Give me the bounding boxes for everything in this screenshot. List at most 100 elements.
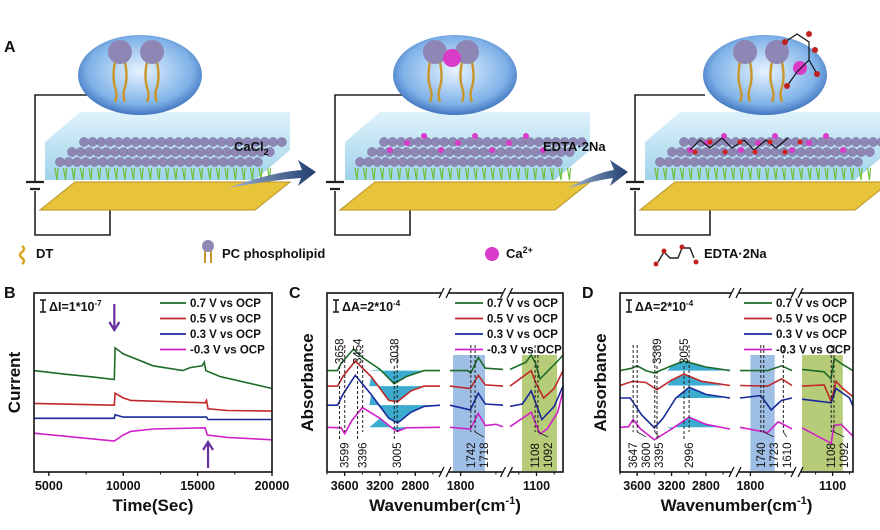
- x-axis-title: Wavenumber(cm-1): [661, 495, 813, 515]
- legend-entry: 0.5 V vs OCP: [455, 314, 558, 326]
- calcium-ion: [506, 140, 512, 146]
- scale-bar: [40, 299, 46, 313]
- panel-label-c: C: [289, 285, 301, 302]
- lipid-head: [449, 157, 460, 167]
- panel-a-legend: DT PC phospholipid Ca2+ EDTA·2Na: [18, 240, 767, 267]
- lipid-head: [401, 147, 412, 157]
- lipid-head: [268, 137, 279, 147]
- lipid-head: [516, 137, 527, 147]
- lipid-head: [496, 147, 506, 157]
- lipid-head: [196, 147, 206, 157]
- edta-oxygen: [692, 149, 698, 155]
- lipid-head: [430, 137, 441, 147]
- lipid-head: [727, 147, 738, 157]
- calcium-ion: [755, 140, 761, 146]
- y-axis-title: Current: [5, 351, 24, 413]
- lipid-head: [667, 147, 677, 157]
- x-tick-label: 2800: [692, 479, 720, 493]
- lipid-head: [706, 157, 717, 167]
- edta-oxygen: [784, 83, 790, 89]
- lipid-head: [93, 147, 103, 157]
- dt-tail: [671, 167, 676, 181]
- lipid-head: [527, 157, 537, 167]
- lipid-head: [418, 147, 429, 157]
- scale-bar-label: ΔA=2*10-4: [635, 299, 694, 314]
- lipid-head: [441, 157, 451, 167]
- lipid-head: [877, 137, 880, 147]
- series-line-0-5-v-vs-ocp: [33, 391, 273, 412]
- process-arrow-1: [228, 160, 316, 188]
- lipid-tail: [737, 61, 753, 103]
- scale-bar-label: ΔA=2*10-4: [342, 299, 401, 314]
- reagent-cacl2-label: CaCl2: [234, 139, 269, 157]
- peak-label: 1108: [530, 443, 542, 468]
- lipid-head: [413, 137, 424, 147]
- lipid-head: [113, 137, 124, 147]
- lipid-head: [363, 157, 374, 167]
- lipid-head: [765, 40, 789, 64]
- peak-fill-1: [369, 376, 437, 402]
- lipid-head: [96, 137, 106, 147]
- lipid-head: [439, 137, 450, 147]
- dt-tail: [156, 167, 161, 181]
- edta-oxygen: [814, 71, 820, 77]
- lipid-head: [387, 137, 398, 147]
- peak-label: 3396: [358, 442, 370, 468]
- panel-label-b: B: [4, 285, 16, 302]
- dt-tail: [688, 167, 693, 181]
- dt-tail: [241, 167, 246, 181]
- lipid-head: [106, 157, 117, 167]
- peak-label: 3395: [654, 442, 666, 468]
- lipid-head: [770, 147, 781, 157]
- lipid-head: [681, 157, 691, 167]
- dt-tail: [388, 167, 393, 181]
- dt-tail: [662, 167, 668, 181]
- lipid-head: [513, 147, 524, 157]
- lipid-head: [427, 147, 438, 157]
- lipid-head: [758, 157, 769, 167]
- edta-oxygen: [806, 31, 812, 37]
- dt-tail: [371, 167, 376, 181]
- lipid-head: [213, 147, 223, 157]
- legend-pc-phospholipid: PC phospholipid: [222, 246, 325, 261]
- panel-label-d: D: [582, 285, 594, 302]
- legend-label: 0.7 V vs OCP: [776, 298, 847, 310]
- calcium-ion: [472, 133, 478, 139]
- dt-tail: [224, 167, 229, 181]
- dt-tail: [439, 167, 444, 181]
- dt-tail: [781, 167, 787, 181]
- x-tick-label: 15000: [180, 479, 215, 493]
- lipid-head: [535, 157, 546, 167]
- lipid-head: [398, 157, 408, 167]
- dt-tail: [798, 167, 804, 181]
- series-line-0-7-v-vs-ocp: [740, 364, 793, 372]
- lipid-head: [153, 147, 163, 157]
- series-line-0-5-v-vs-ocp: [619, 373, 731, 391]
- lipid-head: [868, 137, 879, 147]
- peak-leader: [833, 431, 845, 438]
- y-axis-title: Absorbance: [298, 333, 317, 431]
- scale-bar: [626, 299, 632, 313]
- panel-label-a: A: [4, 39, 16, 56]
- dt-tail: [566, 167, 572, 181]
- lipid-tail: [144, 61, 160, 103]
- dt-tail: [722, 167, 727, 181]
- reagent-edta-label: EDTA·2Na: [543, 139, 606, 154]
- calcium-ion: [404, 140, 410, 146]
- dt-tail: [190, 167, 195, 181]
- lipid-head: [466, 157, 477, 167]
- lipid-head: [530, 147, 541, 157]
- lipid-head: [227, 157, 237, 167]
- peak-leader: [763, 431, 774, 438]
- legend-entry: 0.7 V vs OCP: [455, 298, 558, 310]
- lipid-head: [851, 137, 861, 147]
- dt-tail: [473, 167, 478, 181]
- lipid-head: [470, 147, 481, 157]
- lipid-head: [482, 137, 493, 147]
- lipid-head: [801, 157, 812, 167]
- dt-tail: [824, 167, 829, 181]
- dt-tail: [858, 167, 863, 181]
- lipid-head: [818, 157, 829, 167]
- dt-tail: [764, 167, 770, 181]
